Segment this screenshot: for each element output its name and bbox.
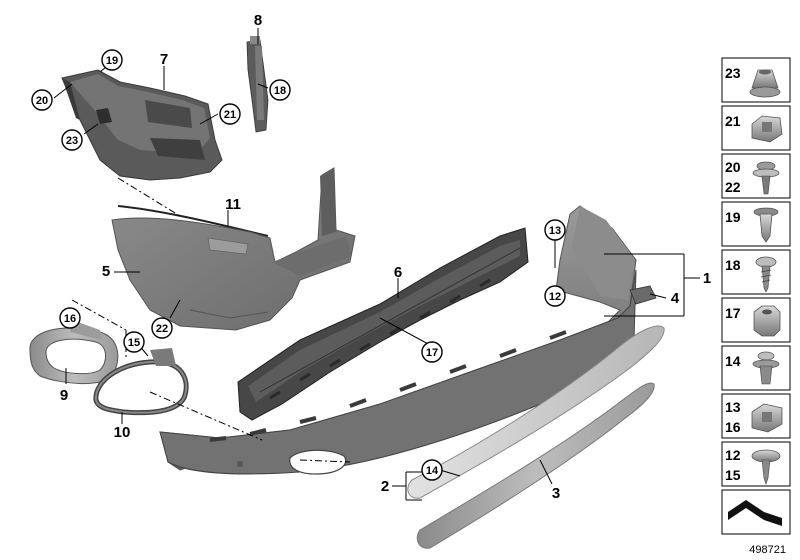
part-4-clip xyxy=(629,285,657,305)
hex-nut-icon xyxy=(753,305,781,337)
legend-row-13-16: 13 16 xyxy=(721,393,791,439)
legend-label-18: 18 xyxy=(725,257,741,273)
push-rivet-icon xyxy=(752,351,780,385)
callout-6: 6 xyxy=(394,264,402,281)
callout-15: 15 xyxy=(123,331,145,353)
clip-nut-icon xyxy=(751,115,783,143)
spring-clip-icon xyxy=(751,403,783,433)
callout-10: 10 xyxy=(114,424,131,441)
leader-lines xyxy=(53,28,700,501)
legend-label-23: 23 xyxy=(725,65,741,81)
callout-18: 18 xyxy=(269,79,291,101)
callout-3: 3 xyxy=(552,485,560,502)
callout-5: 5 xyxy=(102,263,110,280)
part-10-frame xyxy=(93,348,189,416)
callout-11: 11 xyxy=(225,196,241,213)
svg-text:16: 16 xyxy=(64,313,76,325)
legend-label-19: 19 xyxy=(725,209,741,225)
callout-23: 23 xyxy=(61,129,83,151)
legend-label-15: 15 xyxy=(725,467,741,483)
gasket-shape-icon xyxy=(728,500,782,526)
part-7-bracket xyxy=(61,69,223,181)
part-8-bracket xyxy=(246,36,269,133)
part-1-bumper-cover xyxy=(159,205,637,475)
callout-4: 4 xyxy=(671,290,680,307)
legend-row-19: 19 xyxy=(721,201,791,247)
legend-label-17: 17 xyxy=(725,305,741,321)
callout-13: 13 xyxy=(544,219,566,241)
callout-12: 12 xyxy=(544,285,566,307)
legend-label-13: 13 xyxy=(725,399,741,415)
flange-nut-icon xyxy=(749,69,781,98)
callout-22: 22 xyxy=(151,317,173,339)
part-3-trim-strip xyxy=(416,382,655,549)
callout-19: 19 xyxy=(101,49,123,71)
legend-row-12-15: 12 15 xyxy=(721,441,791,487)
diagram-reference-number: 498721 xyxy=(749,544,786,556)
legend-row-23: 23 xyxy=(721,57,791,103)
self-tapping-screw-icon xyxy=(755,256,777,293)
legend-label-21: 21 xyxy=(725,113,741,129)
callout-16: 16 xyxy=(59,307,81,329)
legend-row-17: 17 xyxy=(721,297,791,343)
part-5-side-panel xyxy=(111,167,356,331)
legend-row-21: 21 xyxy=(721,105,791,151)
legend-label-16: 16 xyxy=(725,419,741,435)
svg-text:20: 20 xyxy=(36,95,48,107)
legend-row-20-22: 20 22 xyxy=(721,153,791,199)
legend-row-18: 18 xyxy=(721,249,791,295)
fastener-legend: 23 21 20 22 xyxy=(721,57,791,535)
callout-21: 21 xyxy=(219,103,241,125)
part-2-trim-strip xyxy=(407,325,665,499)
svg-text:14: 14 xyxy=(426,465,439,477)
legend-label-12: 12 xyxy=(725,447,741,463)
svg-text:15: 15 xyxy=(128,337,140,349)
expansion-rivet-icon xyxy=(753,207,779,243)
collar-screw-icon xyxy=(752,161,780,195)
svg-text:23: 23 xyxy=(66,135,78,147)
svg-text:17: 17 xyxy=(426,347,438,359)
svg-text:22: 22 xyxy=(156,323,168,335)
legend-row-gasket xyxy=(721,489,791,535)
callout-1: 1 xyxy=(703,270,711,287)
callout-17: 17 xyxy=(421,341,443,363)
callout-2: 2 xyxy=(381,478,389,495)
legend-row-14: 14 xyxy=(721,345,791,391)
callout-9: 9 xyxy=(60,387,68,404)
part-9-tailpipe-trim xyxy=(29,320,119,385)
legend-label-20: 20 xyxy=(725,159,741,175)
svg-text:19: 19 xyxy=(106,55,118,67)
callout-8: 8 xyxy=(254,12,262,29)
part-6-carrier xyxy=(237,227,529,421)
flat-head-screw-icon xyxy=(751,449,781,485)
svg-text:18: 18 xyxy=(274,85,286,97)
svg-text:13: 13 xyxy=(549,225,561,237)
legend-label-14: 14 xyxy=(725,353,741,369)
callout-20: 20 xyxy=(31,89,53,111)
callout-7: 7 xyxy=(160,51,168,68)
callout-14: 14 xyxy=(421,459,443,481)
svg-text:21: 21 xyxy=(224,109,236,121)
svg-text:12: 12 xyxy=(549,291,561,303)
legend-label-22: 22 xyxy=(725,179,741,195)
